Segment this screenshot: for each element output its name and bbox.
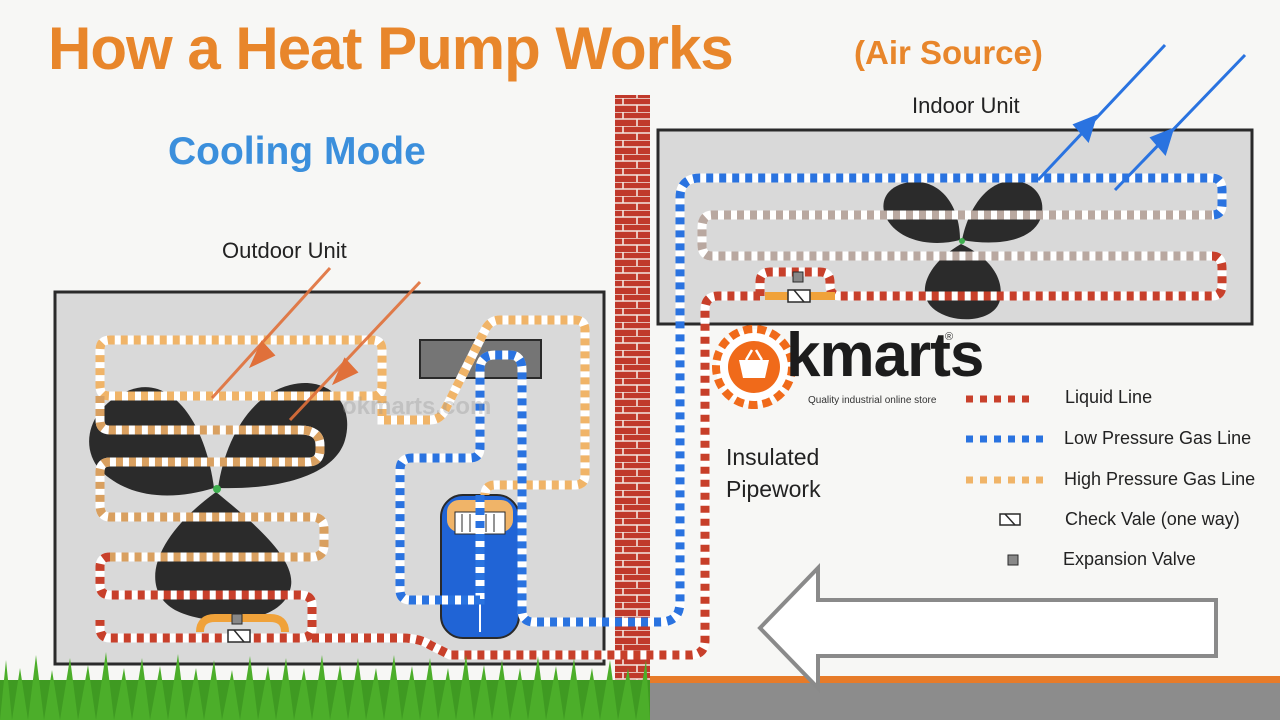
brand-watermark: okmarts.com bbox=[342, 393, 492, 420]
indoor-floor bbox=[650, 676, 1280, 720]
room-airflow-arrow-icon bbox=[757, 563, 1218, 693]
pipework-label-line1: Insulated bbox=[726, 444, 820, 470]
legend-item-liquid-line: Liquid Line bbox=[1065, 387, 1153, 407]
legend-item-check-valve: Check Vale (one way) bbox=[1065, 509, 1240, 529]
insulated-pipework-label: Insulated Pipework bbox=[726, 441, 821, 505]
indoor-expansion-valve-icon bbox=[792, 271, 804, 283]
outdoor-check-valve-icon bbox=[227, 629, 251, 643]
indoor-unit-label: Indoor Unit bbox=[912, 93, 1020, 118]
outdoor-expansion-valve-icon bbox=[231, 613, 243, 625]
legend-check-valve-icon bbox=[999, 513, 1021, 526]
legend-item-expansion-valve: Expansion Valve bbox=[1063, 549, 1196, 569]
outdoor-airflow-arrows-icon bbox=[210, 266, 422, 422]
indoor-check-valve-icon bbox=[787, 289, 811, 303]
page-subtitle: (Air Source) bbox=[854, 34, 1043, 71]
pipework-label-line2: Pipework bbox=[726, 476, 821, 502]
legend-item-high-pressure-gas-line: High Pressure Gas Line bbox=[1064, 469, 1256, 489]
kmarts-logo-icon bbox=[712, 325, 796, 409]
grass bbox=[0, 652, 650, 720]
legend-expansion-valve-icon bbox=[1007, 554, 1019, 566]
legend-item-low-pressure-gas-line: Low Pressure Gas Line bbox=[1064, 428, 1252, 448]
page-title: How a Heat Pump Works bbox=[48, 15, 734, 82]
brand-registered-mark: ® bbox=[945, 331, 954, 343]
brick-wall bbox=[615, 95, 650, 705]
indoor-airflow-arrows-icon bbox=[1036, 43, 1247, 192]
mode-label: Cooling Mode bbox=[168, 130, 426, 173]
brand-name: kmarts bbox=[786, 321, 984, 390]
outdoor-unit-label: Outdoor Unit bbox=[222, 238, 347, 263]
brand-tagline: Quality industrial online store bbox=[808, 395, 937, 406]
